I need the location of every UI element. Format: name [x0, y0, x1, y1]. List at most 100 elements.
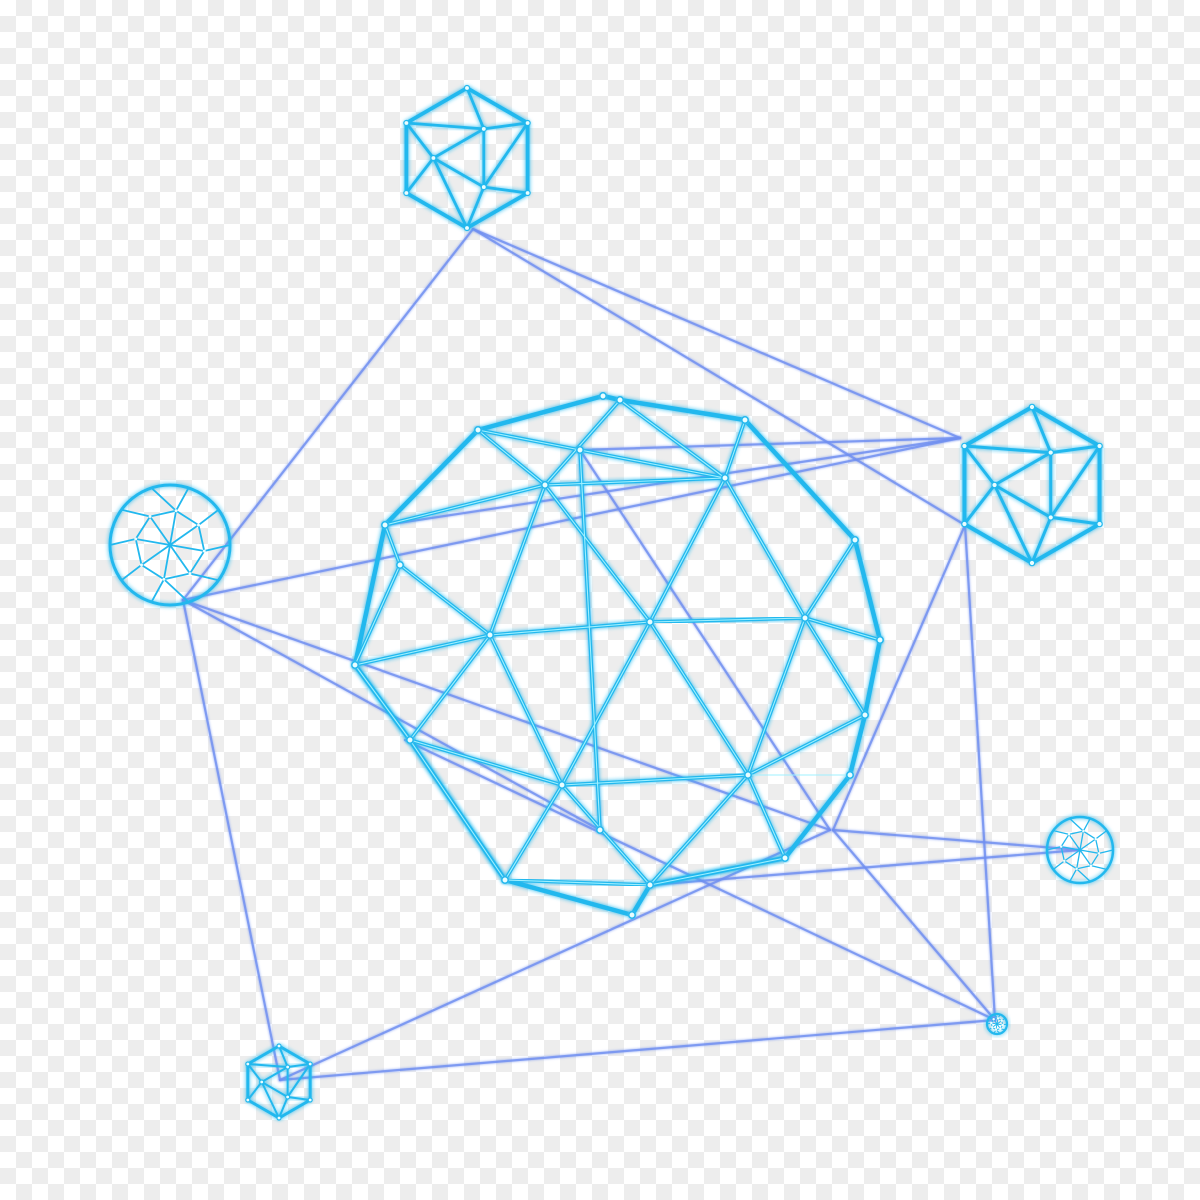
ball-edge: [175, 487, 190, 512]
sphere-edge-core: [399, 564, 491, 636]
ball-edge: [1076, 868, 1091, 882]
sphere-edge-core: [544, 484, 651, 623]
sphere-edge-core: [724, 419, 746, 479]
sphere-edge-core: [649, 477, 726, 623]
sphere-vertex: [851, 536, 859, 544]
icosa-edge: [260, 1081, 280, 1119]
sphere-edge-core: [477, 429, 546, 486]
icosa-vertex: [1028, 403, 1036, 411]
icosa-inner-triangle: [259, 1065, 289, 1099]
icosa-outline: [962, 405, 1102, 565]
sphere-edge-core: [561, 784, 651, 886]
ball-edge: [1090, 865, 1107, 871]
connection-line: [181, 227, 475, 602]
icosa-edge: [1030, 516, 1053, 564]
icosa-edge: [993, 484, 1034, 564]
icosa-edge: [247, 1063, 263, 1083]
sphere-vertex: [781, 854, 789, 862]
ball-spoke: [169, 544, 191, 575]
icosa-inner-triangle: [430, 126, 486, 190]
sphere-edge-core: [561, 774, 749, 786]
ball-vertex: [1075, 867, 1078, 871]
sphere-vertex: [406, 736, 414, 744]
ball-edge: [1069, 868, 1078, 882]
icosa-vertex: [276, 1043, 282, 1049]
sphere-vertex: [599, 392, 607, 400]
icosa-vertex: [1096, 442, 1103, 450]
icosa-edge: [286, 1063, 312, 1098]
ball-vertex: [1082, 829, 1085, 833]
ball-spoke: [169, 510, 177, 546]
sphere-edge-core: [409, 739, 506, 881]
sphere-edge-core: [579, 449, 601, 831]
ball-edge: [197, 509, 220, 526]
icosa-edge: [482, 122, 529, 188]
icosa-edge: [405, 122, 435, 159]
sphere-edge-core: [409, 739, 563, 786]
icosa-vertex: [245, 1097, 251, 1103]
connection-line: [278, 1018, 997, 1082]
icosahedron-icon: [245, 1043, 313, 1121]
sphere-vertex: [396, 561, 404, 569]
ball-vertex: [994, 1028, 998, 1031]
ball-edge: [189, 572, 219, 582]
connection-line: [471, 227, 967, 527]
connection-line: [648, 848, 1082, 887]
sphere-edge-core: [409, 634, 491, 741]
sphere-edge-core: [384, 484, 546, 526]
ball-spoke: [1068, 833, 1081, 851]
icosa-edge: [247, 1081, 263, 1101]
ball-edge: [1046, 846, 1062, 851]
icosa-edge: [405, 157, 435, 194]
icosa-vertex: [285, 1064, 291, 1070]
sphere-vertex: [351, 661, 359, 669]
sphere-edge-core: [649, 617, 806, 623]
icosa-vertex: [245, 1061, 251, 1067]
icosa-vertex: [430, 154, 437, 162]
ball-spoke: [1079, 849, 1099, 854]
ball-vertex: [162, 577, 166, 581]
sphere-vertex: [474, 426, 482, 434]
ball-spoke: [1063, 849, 1081, 862]
sphere-vertex: [846, 771, 854, 779]
sphere-rim: [352, 393, 883, 918]
icosa-vertex: [403, 189, 410, 197]
ball-vertex: [1063, 859, 1066, 863]
icosa-edge: [1050, 515, 1100, 526]
sphere-vertex: [576, 446, 584, 454]
icosa-vertex: [961, 442, 968, 450]
icosa-edge: [278, 1096, 289, 1119]
icosa-vertex: [276, 1115, 282, 1121]
icosa-vertex: [307, 1061, 313, 1067]
sphere-edge-core: [619, 399, 726, 479]
icosa-vertex: [463, 84, 471, 92]
sphere-edge-core: [649, 621, 749, 776]
sphere-edge-core: [489, 621, 651, 636]
icosa-edge: [465, 186, 486, 229]
icosa-edge: [287, 1095, 311, 1101]
ball-edge: [150, 487, 177, 512]
sphere-edge-core: [649, 774, 749, 886]
ball-vertex: [134, 537, 138, 541]
ball-vertex: [991, 1026, 994, 1029]
ball-spoke: [149, 515, 171, 546]
icosa-edge: [247, 1063, 288, 1069]
connection-line: [578, 448, 832, 832]
icosa-edge: [465, 87, 486, 130]
ball-edge: [1069, 818, 1084, 832]
icosa-vertex: [285, 1094, 291, 1100]
icosa-edge: [483, 121, 528, 131]
icosa-edge: [432, 157, 469, 229]
icosa-edge: [964, 444, 1051, 455]
icosa-inner-triangle: [991, 449, 1053, 521]
sphere-edge-core: [354, 634, 491, 666]
sphere-edge-core: [804, 617, 866, 716]
icosahedron-icon: [961, 403, 1103, 567]
sphere-vertex: [596, 826, 604, 834]
sphere-edge-core: [747, 774, 786, 859]
sphere-vertex: [861, 711, 869, 719]
ball-edge: [121, 508, 151, 518]
connection-line: [963, 523, 997, 1022]
